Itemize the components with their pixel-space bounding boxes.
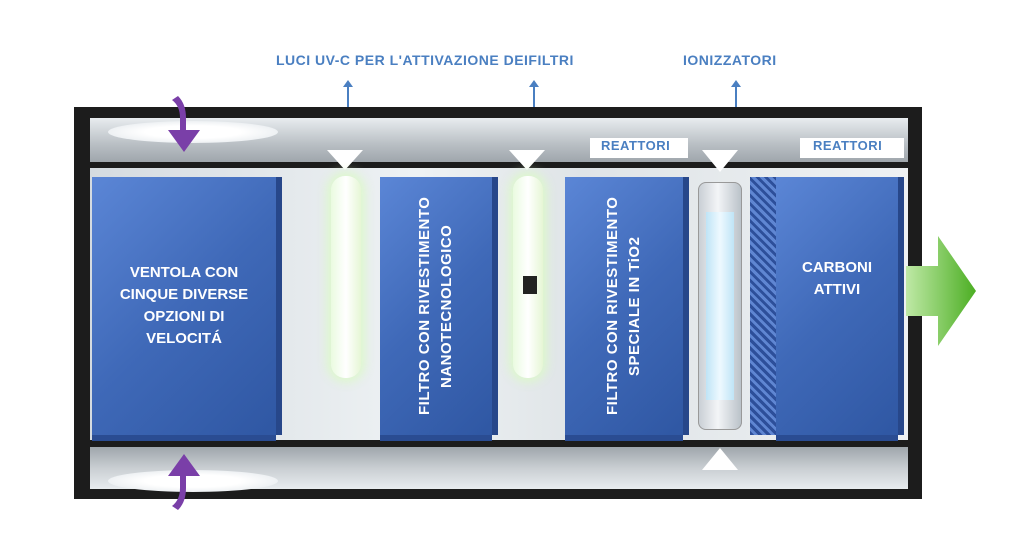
tube-center-mark (523, 276, 537, 294)
ionizer-reflector-bottom (702, 448, 738, 470)
tio2-filter-block: FILTRO CON RIVESTIMENTO SPECIALE IN TiO2 (565, 177, 683, 435)
reactors-label-left: REATTORI (601, 138, 671, 153)
ionizer-tube (698, 182, 742, 430)
uv-lamp-reflector-2 (509, 150, 545, 170)
uv-lights-label: LUCI UV-C PER L'ATTIVAZIONE DEIFILTRI (276, 52, 574, 68)
honeycomb-filter (750, 177, 776, 435)
ionizer-pointer (731, 80, 741, 118)
ionizer-glow (706, 212, 734, 400)
fan-block-label: VENTOLA CON CINQUE DIVERSE OPZIONI DI VE… (119, 264, 249, 347)
tio2-filter-label: FILTRO CON RIVESTIMENTO SPECIALE IN TiO2 (604, 196, 643, 416)
reactor-pad-left (590, 138, 688, 158)
uv-lamp-reflector-1 (327, 150, 363, 170)
uv-light-pointer-2 (529, 80, 539, 118)
carbon-block: CARBONI ATTIVI (776, 177, 898, 435)
exhaust-arrow (906, 236, 976, 346)
carbon-block-label: CARBONI ATTIVI (802, 259, 872, 298)
bottom-intake-opening (108, 470, 278, 492)
top-intake-arrow (168, 96, 200, 152)
reactor-pad-right (800, 138, 904, 158)
nano-filter-block: FILTRO CON RIVESTIMENTO NANOTECNOLOGICO (380, 177, 492, 435)
reactors-label-right: REATTORI (813, 138, 883, 153)
nano-filter-label: FILTRO CON RIVESTIMENTO NANOTECNOLOGICO (416, 196, 455, 416)
ionizer-reflector-top (702, 150, 738, 172)
uv-tube-1 (331, 176, 361, 378)
ionizers-label: IONIZZATORI (683, 52, 777, 68)
uv-light-pointer-1 (343, 80, 353, 118)
fan-block: VENTOLA CON CINQUE DIVERSE OPZIONI DI VE… (92, 177, 276, 435)
bottom-intake-arrow (168, 454, 200, 510)
